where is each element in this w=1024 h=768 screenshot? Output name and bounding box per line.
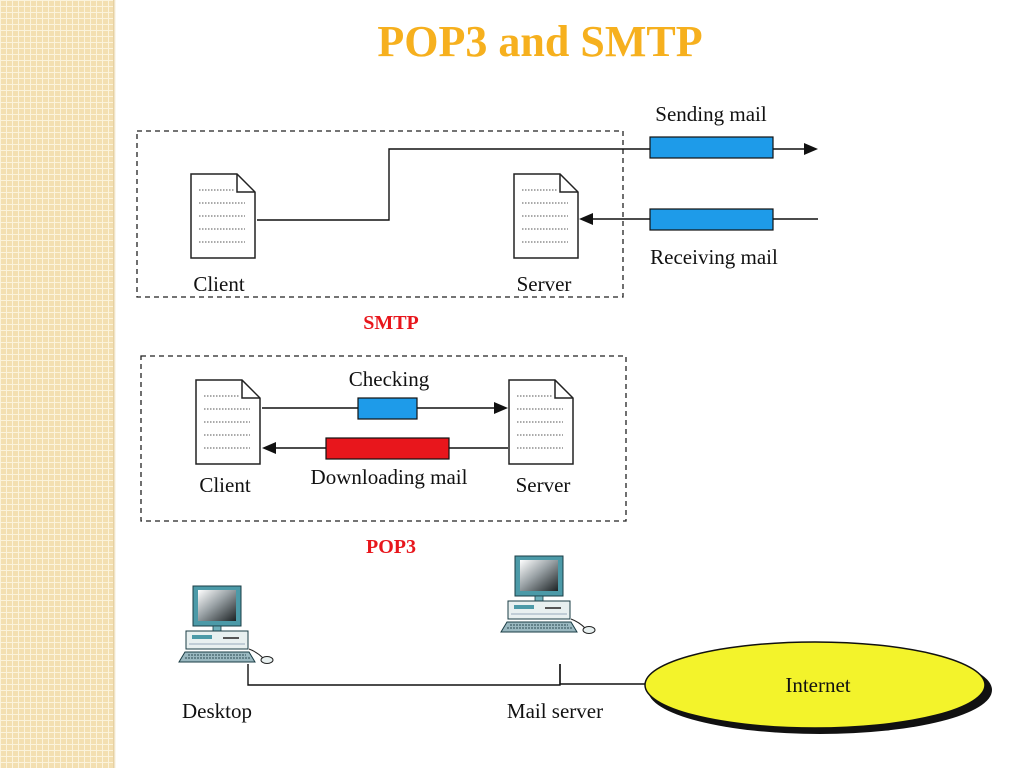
mail-server-computer-icon xyxy=(500,555,596,634)
side-strip-edge xyxy=(113,0,116,768)
smtp-caption: SMTP xyxy=(363,312,419,334)
smtp-section: Sending mail Receiving mail Client Serve… xyxy=(136,102,818,334)
downloading-arrow-head xyxy=(262,442,276,454)
pop3-box xyxy=(140,355,627,522)
checking-block xyxy=(357,397,418,420)
receiving-mail-label: Receiving mail xyxy=(650,245,778,269)
pop3-client-label: Client xyxy=(199,473,250,497)
smtp-client-document-icon xyxy=(190,173,256,259)
downloading-mail-label: Downloading mail xyxy=(311,465,468,489)
receiving-arrow-head xyxy=(579,213,593,225)
sending-mail-block xyxy=(649,136,774,159)
mail-server-label: Mail server xyxy=(507,699,603,723)
internet-label: Internet xyxy=(785,673,850,697)
internet-ellipse-icon xyxy=(644,641,986,729)
pop3-client-document-icon xyxy=(195,379,261,465)
smtp-box xyxy=(136,130,624,298)
pop3-server-label: Server xyxy=(516,473,571,497)
downloading-block xyxy=(325,437,450,460)
pop3-section: Checking Downloading mail Client Server … xyxy=(140,355,627,558)
desktop-to-server-link xyxy=(247,664,561,686)
desktop-label: Desktop xyxy=(182,699,252,723)
receiving-mail-block xyxy=(649,208,774,231)
smtp-server-document-icon xyxy=(513,173,579,259)
network-section: Desktop Mail server Internet xyxy=(178,555,992,734)
pop3-server-document-icon xyxy=(508,379,574,465)
smtp-server-label: Server xyxy=(517,272,572,296)
checking-label: Checking xyxy=(349,367,430,391)
sending-mail-label: Sending mail xyxy=(655,102,767,126)
desktop-computer-icon xyxy=(178,585,274,664)
server-to-internet-link xyxy=(559,664,648,685)
pop3-caption: POP3 xyxy=(366,536,416,558)
smtp-sending-line xyxy=(257,148,811,221)
slide-title: POP3 and SMTP xyxy=(377,17,703,66)
decorative-side-strip xyxy=(0,0,113,768)
checking-arrow-head xyxy=(494,402,508,414)
sending-arrow-head xyxy=(804,143,818,155)
smtp-client-label: Client xyxy=(193,272,244,296)
